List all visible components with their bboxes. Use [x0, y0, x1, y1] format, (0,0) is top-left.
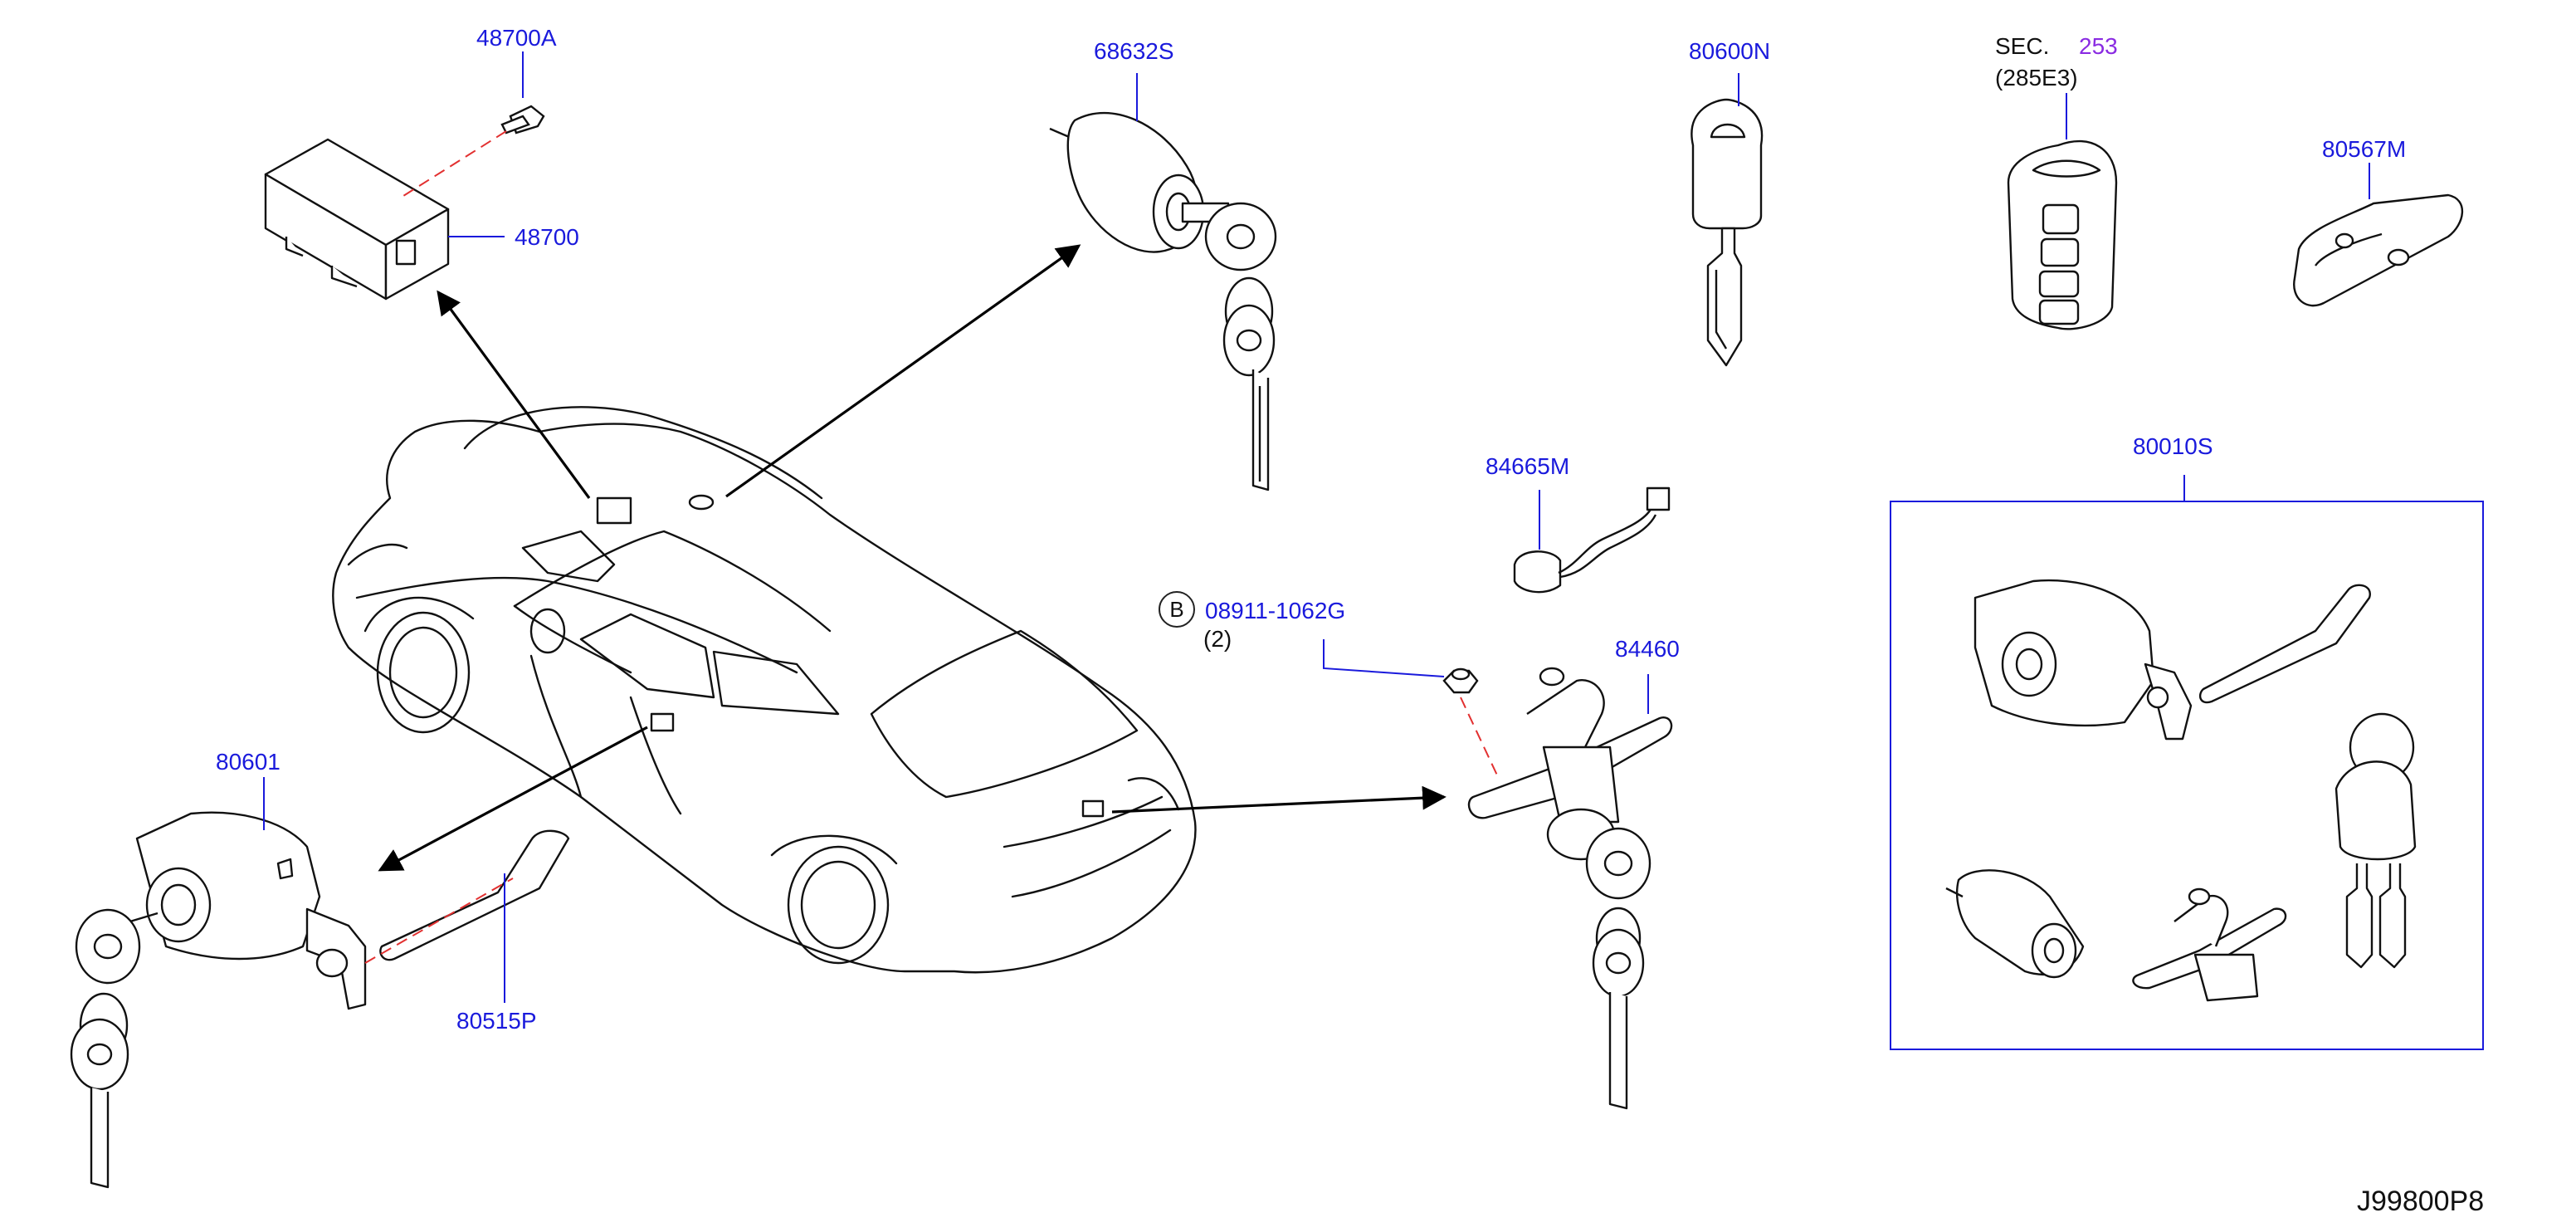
harness-84665M[interactable] [1513, 486, 1671, 594]
callout-arrows [378, 244, 1447, 872]
label-80567M[interactable]: 80567M [2322, 136, 2407, 162]
sec-reference-sub: (285E3) [1995, 65, 2078, 90]
control-unit-48700[interactable] [264, 138, 450, 301]
label-68632S[interactable]: 68632S [1094, 38, 1174, 64]
kit-80010S-box [1890, 501, 2484, 1050]
label-84460[interactable]: 84460 [1615, 636, 1680, 662]
lock-cylinder-68632S[interactable] [1049, 111, 1277, 491]
sec-reference-prefix: SEC. [1995, 33, 2050, 59]
install-line-nut [1460, 697, 1500, 780]
door-lock-80601[interactable] [70, 811, 367, 1189]
label-80601[interactable]: 80601 [216, 749, 281, 775]
label-bolt-quantity: (2) [1203, 626, 1232, 652]
leader-lines [263, 51, 2370, 1003]
label-80600N[interactable]: 80600N [1689, 38, 1771, 64]
sec-reference-link[interactable]: 253 [2079, 33, 2118, 59]
intelligent-key-fob[interactable] [2007, 139, 2118, 330]
rod-80515P[interactable] [379, 829, 570, 961]
bolt-48700A[interactable] [500, 105, 545, 134]
diagram-code: J99800P8 [2357, 1186, 2485, 1217]
label-80515P[interactable]: 80515P [456, 1008, 537, 1034]
label-48700[interactable]: 48700 [515, 224, 579, 250]
label-08911-1062G[interactable]: 08911-1062G [1205, 598, 1346, 623]
vehicle-outline [332, 406, 1197, 974]
label-80010S[interactable]: 80010S [2133, 433, 2213, 459]
kit-80010S-parts[interactable] [1945, 579, 2417, 1002]
nut-08911-1062G[interactable] [1442, 667, 1479, 694]
install-line-rod [364, 878, 514, 964]
trunk-lock-84460[interactable] [1467, 667, 1673, 1110]
install-line-48700A [402, 130, 507, 197]
bolt-symbol: B [1159, 591, 1195, 628]
key-holder-80567M[interactable] [2293, 193, 2464, 307]
key-blank-80600N[interactable] [1690, 98, 1764, 367]
label-84665M[interactable]: 84665M [1486, 453, 1570, 479]
label-48700A[interactable]: 48700A [476, 25, 557, 51]
